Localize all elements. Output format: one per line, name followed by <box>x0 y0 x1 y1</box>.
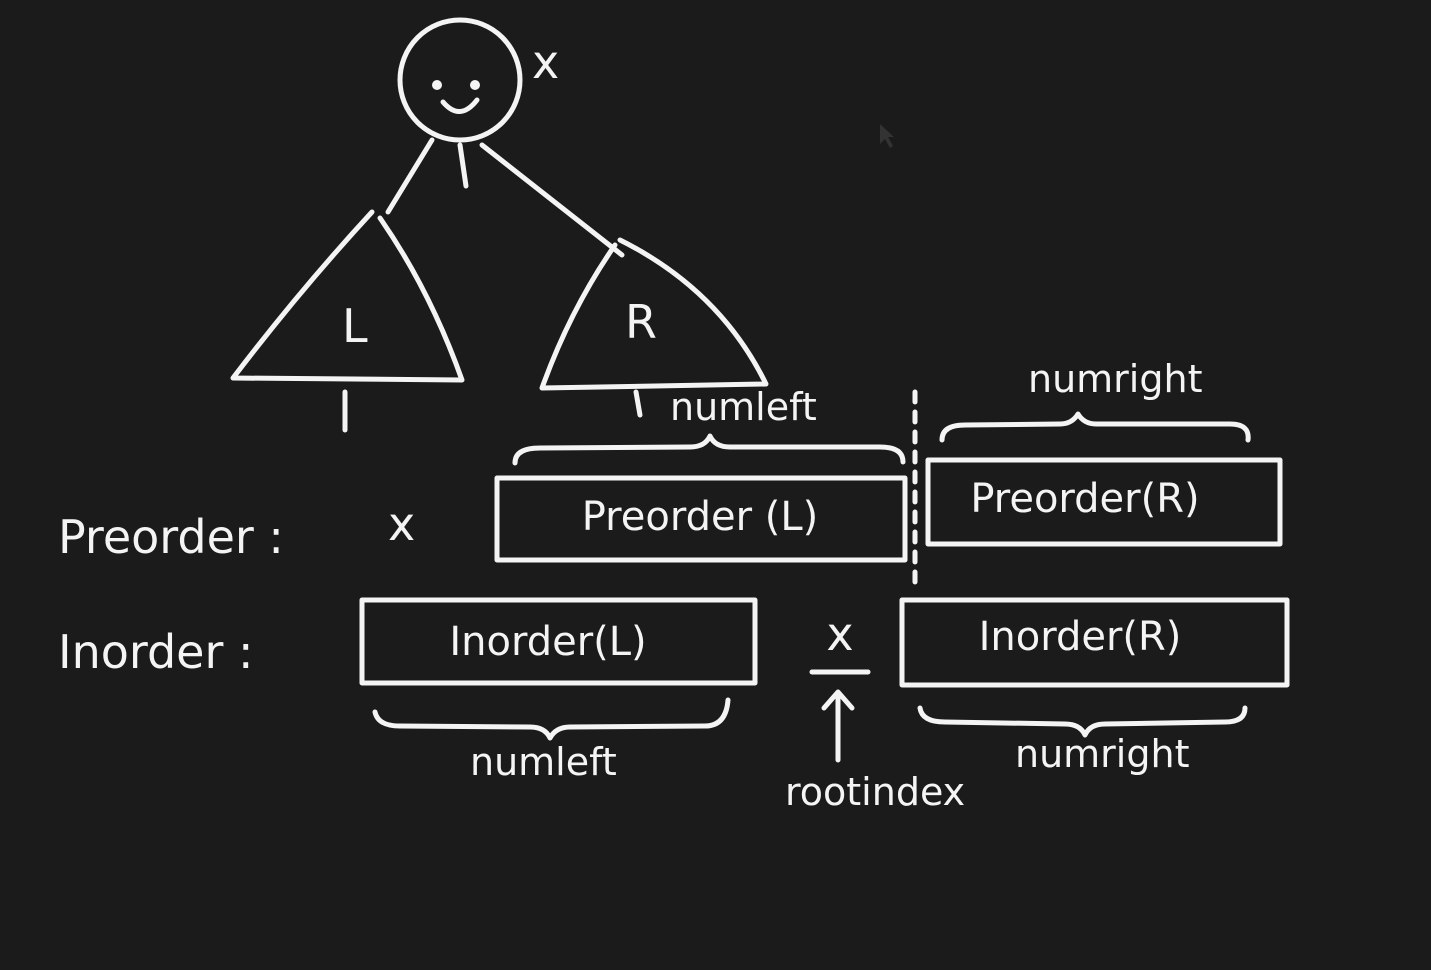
inorder-left-brace <box>372 697 731 741</box>
left-subtree-label: L <box>342 299 368 353</box>
inorder-right-box <box>899 597 1290 688</box>
preorder-left-brace <box>512 433 906 466</box>
right-tail <box>633 389 643 418</box>
inorder-right-brace <box>917 705 1248 738</box>
root-label: x <box>532 35 559 89</box>
right-edge <box>479 142 625 258</box>
preorder-right-box <box>925 457 1283 547</box>
left-eye-icon <box>432 80 442 90</box>
inorder-numright-label: numright <box>1015 732 1189 776</box>
preorder-numright-label: numright <box>1028 357 1202 401</box>
preorder-row-label: Preorder : <box>58 510 284 564</box>
smile-icon <box>440 97 480 114</box>
right-eye-icon <box>470 80 480 90</box>
inorder-left-box <box>359 597 758 686</box>
root-node: x <box>397 17 559 143</box>
inorder-numleft-label: numleft <box>470 740 617 784</box>
inorder-row-label: Inorder : <box>58 625 254 679</box>
right-triangle <box>539 237 769 391</box>
preorder-numleft-label: numleft <box>670 385 817 429</box>
cursor-icon <box>880 124 894 148</box>
preorder-left-box <box>494 475 908 563</box>
right-subtree-label: R <box>625 295 657 349</box>
left-triangle <box>230 209 465 383</box>
left-subtree: L <box>230 209 465 433</box>
preorder-root: x <box>388 497 415 551</box>
inorder-root: x <box>826 607 853 661</box>
preorder-right-box-label: Preorder(R) <box>970 476 1199 522</box>
middle-tick <box>457 142 469 189</box>
preorder-left-box-label: Preorder (L) <box>582 494 818 540</box>
preorder-right-brace <box>939 411 1251 443</box>
right-subtree: R <box>539 237 769 418</box>
rootindex-label: rootindex <box>785 770 965 814</box>
left-edge <box>385 137 435 215</box>
root-circle <box>397 17 523 143</box>
rootindex-arrow-icon <box>821 689 855 763</box>
inorder-right-box-label: Inorder(R) <box>979 614 1182 660</box>
inorder-left-box-label: Inorder(L) <box>449 619 646 665</box>
